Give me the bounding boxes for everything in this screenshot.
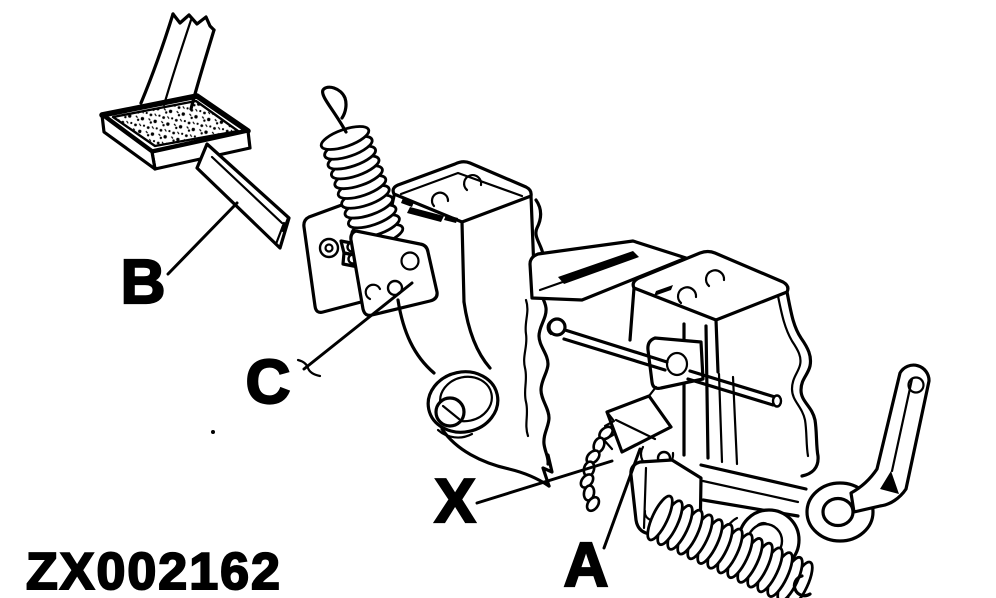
tension-spring	[646, 494, 814, 598]
pivot-flange-plate	[349, 229, 439, 317]
pedal-shaft	[139, 12, 216, 111]
callout-a: A	[564, 531, 609, 598]
spring-hook-icon	[792, 574, 812, 598]
hole-mark-icon	[430, 191, 450, 208]
figure-code: ZX002162	[26, 543, 282, 598]
hole-icon	[665, 351, 689, 377]
rod-head-icon	[547, 317, 567, 337]
callouts: B C X A	[120, 201, 642, 598]
callout-b-leader	[166, 201, 239, 276]
callout-b: B	[121, 248, 166, 317]
callout-a-leader	[602, 447, 642, 550]
pedal-arm-stub	[195, 142, 291, 250]
clevis-pin-rod	[546, 317, 783, 408]
hole-icon	[400, 251, 420, 271]
callout-c: C	[246, 348, 291, 417]
hole-icon	[907, 376, 925, 394]
hole-mark-icon	[704, 269, 726, 288]
pedal-pad	[99, 93, 252, 171]
hole-mark-icon	[364, 283, 382, 301]
hand-lever	[849, 363, 931, 514]
cross-member	[528, 239, 688, 302]
hole-mark-icon	[676, 286, 698, 305]
pedal-lever-arm	[396, 298, 554, 488]
spring-hook-icon	[321, 85, 348, 134]
callout-c-leader	[302, 281, 414, 371]
callout-x: X	[434, 467, 475, 536]
clevis-ear	[646, 336, 705, 390]
retaining-chain	[579, 425, 614, 513]
torn-edge	[296, 198, 551, 466]
bend-shadow-icon	[880, 471, 899, 494]
callout-x-leader	[475, 459, 614, 505]
bolt-icon	[318, 237, 340, 259]
pedal	[99, 12, 291, 250]
hole-mark-icon	[463, 174, 483, 192]
print-speck	[211, 430, 215, 434]
right-bracket-box	[628, 249, 820, 478]
